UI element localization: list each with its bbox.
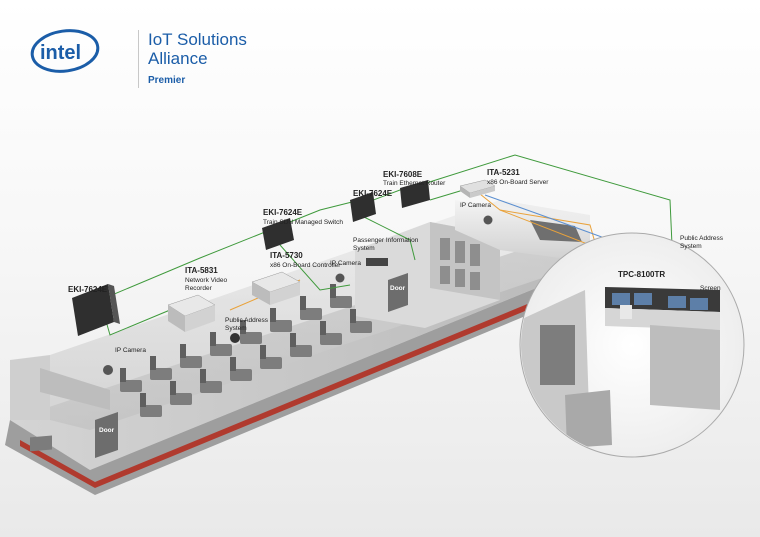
alliance-level: Premier [148, 75, 186, 86]
label-ita5730-sub: x86 On-Board Controller [270, 262, 341, 269]
alliance-title-line1: IoT Solutions [148, 30, 247, 49]
cab-console [605, 308, 720, 330]
train-body [5, 200, 600, 495]
intel-wordmark: intel [40, 42, 81, 64]
label-screen: Screen [700, 285, 721, 292]
device-eki7624e-switch [262, 218, 294, 250]
label-pa-right-1: Public Address [680, 235, 724, 242]
label-eki7624e-switch-sub: Train SDN Managed Switch [263, 219, 343, 226]
label-pa-left-2: System [225, 325, 247, 332]
speaker-icon [230, 333, 240, 343]
ip-camera-icon-1 [103, 365, 113, 375]
label-ita5831-sub2: Recorder [185, 285, 213, 292]
door-rear [95, 412, 118, 458]
device-ita5231-server [459, 179, 496, 198]
train-skirt [5, 262, 600, 495]
link-eki-left-switch [99, 229, 271, 301]
label-ip-camera-2: IP Camera [330, 260, 361, 267]
cab-door-frame [565, 390, 612, 448]
label-tpc8100tr: TPC-8100TR [618, 270, 665, 279]
door-middle [388, 273, 408, 312]
label-ita5231-sub: x86 On-Board Server [487, 179, 549, 186]
alliance-logo: intel IoT Solutions Alliance Premier [30, 24, 250, 94]
device-ita5730-controller [251, 271, 301, 305]
label-door-middle: Door [390, 285, 406, 292]
label-ip-camera-1: IP Camera [115, 347, 146, 354]
label-eki7624e-switch-title: EKI-7624E [263, 208, 303, 217]
label-ita5831-sub1: Network Video [185, 277, 228, 284]
diagram-labels: EKI-7608E Train Ethernet Router ITA-5231… [68, 168, 724, 434]
seat-backs [120, 284, 356, 407]
label-ita5831-title: ITA-5831 [185, 266, 218, 275]
cab-panel [540, 325, 575, 385]
device-eki7624e-left [72, 284, 120, 336]
intel-logo-icon: intel [30, 29, 100, 73]
cab-desk [650, 325, 720, 410]
alliance-title-line2: Alliance [148, 49, 208, 68]
label-pis-2: System [353, 245, 375, 252]
train-rear-roof [40, 368, 110, 410]
cab-seat [620, 305, 632, 319]
alliance-title: IoT Solutions Alliance [148, 30, 247, 68]
link-switch-controller [279, 244, 351, 291]
ip-camera-icon-3 [483, 215, 493, 225]
label-eki7624e-left: EKI-7624E [68, 285, 108, 294]
label-eki7608e-sub: Train Ethernet Router [383, 180, 446, 187]
ip-camera-icon-2 [335, 273, 345, 283]
passenger-seats [120, 296, 372, 417]
device-eki7624e-mid [350, 192, 376, 222]
device-ita5831-nvr [167, 294, 216, 332]
label-ita5730-title: ITA-5730 [270, 251, 303, 260]
label-pis-1: Passenger Information [353, 237, 419, 244]
label-eki7624e-mid: EKI-7624E [353, 189, 393, 198]
train-front-roof [455, 200, 590, 262]
device-eki7608e-router [400, 180, 430, 208]
cab-zoom-view [519, 232, 745, 458]
link-router-public-address [419, 154, 673, 246]
label-door-rear: Door [99, 427, 115, 434]
logo-divider [138, 30, 139, 88]
ethernet-links [99, 154, 673, 336]
label-pa-right-2: System [680, 243, 702, 250]
train-rear-light [30, 435, 52, 452]
label-ita5231-title: ITA-5231 [487, 168, 520, 177]
cabin-windows [440, 238, 480, 290]
label-ip-camera-3: IP Camera [460, 202, 491, 209]
cab-screens [612, 293, 708, 310]
label-pa-left-1: Public Address [225, 317, 269, 324]
link-pis [359, 214, 416, 261]
pis-display-icon [366, 258, 388, 266]
label-eki7608e-title: EKI-7608E [383, 170, 423, 179]
